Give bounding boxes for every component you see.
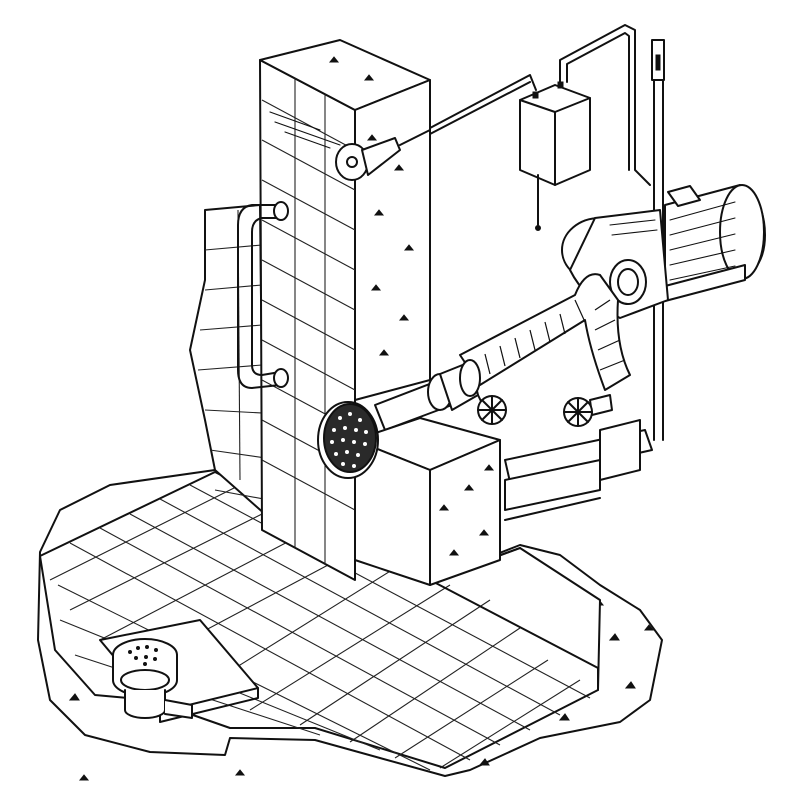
suction-pipe <box>374 359 481 431</box>
pillar-aggregate-marks <box>328 56 415 356</box>
control-box <box>519 81 591 231</box>
hose-pipe <box>459 273 631 391</box>
drain-holes <box>128 645 158 666</box>
suction-grate <box>317 401 379 479</box>
pump-motor <box>649 184 766 306</box>
floor-drain <box>99 619 259 723</box>
block-aggregate-marks <box>438 464 495 556</box>
pillar-tile-grout <box>261 78 356 565</box>
gate-valve-2 <box>563 394 613 427</box>
pump-housing <box>561 209 669 319</box>
handrail <box>237 201 289 389</box>
air-nozzle <box>335 129 431 181</box>
return-pipe <box>504 419 653 521</box>
gate-valve-1 <box>477 394 507 425</box>
air-pipe <box>429 24 651 186</box>
pedestal-block <box>354 417 501 586</box>
